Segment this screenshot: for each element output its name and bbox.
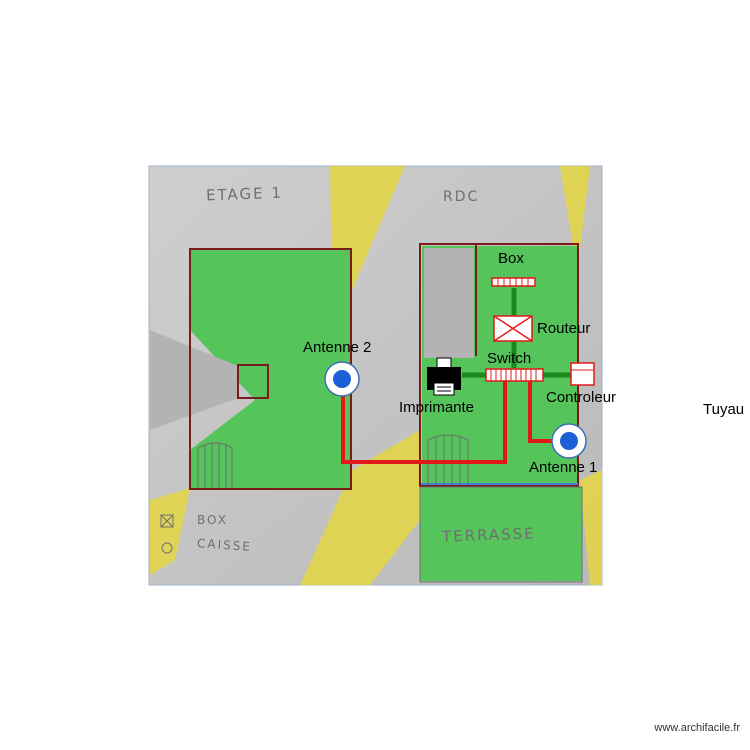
printer-icon[interactable] xyxy=(427,357,461,396)
router-device[interactable] xyxy=(493,315,533,342)
sketch-label-terrasse: TERRASSE xyxy=(441,524,536,546)
credit-text: www.archifacile.fr xyxy=(654,722,740,734)
label-imprimante: Imprimante xyxy=(399,399,475,416)
label-antenne-2: Antenne 2 xyxy=(303,339,372,356)
label-switch: Switch xyxy=(487,350,532,367)
antenna-2-icon[interactable] xyxy=(324,361,360,397)
antenna-1-icon[interactable] xyxy=(551,423,587,459)
switch-device[interactable] xyxy=(485,368,544,382)
label-antenne-1: Antenne 1 xyxy=(529,459,598,476)
antenna-cables xyxy=(341,380,555,464)
controller-device[interactable] xyxy=(570,362,595,386)
signal-shadows xyxy=(150,248,474,430)
label-tuyau: Tuyau xyxy=(703,401,745,418)
label-box: Box xyxy=(498,250,524,267)
sketch-label-rdc: RDC xyxy=(443,189,480,205)
coverage-zones xyxy=(190,246,582,581)
label-routeur: Routeur xyxy=(537,320,591,337)
sketch-legend-box: BOX xyxy=(197,513,228,527)
box-device[interactable] xyxy=(491,277,536,287)
sketch-label-etage: ETAGE 1 xyxy=(205,183,284,205)
label-controleur: Controleur xyxy=(546,389,617,406)
sketch-legend-marks xyxy=(160,514,174,554)
